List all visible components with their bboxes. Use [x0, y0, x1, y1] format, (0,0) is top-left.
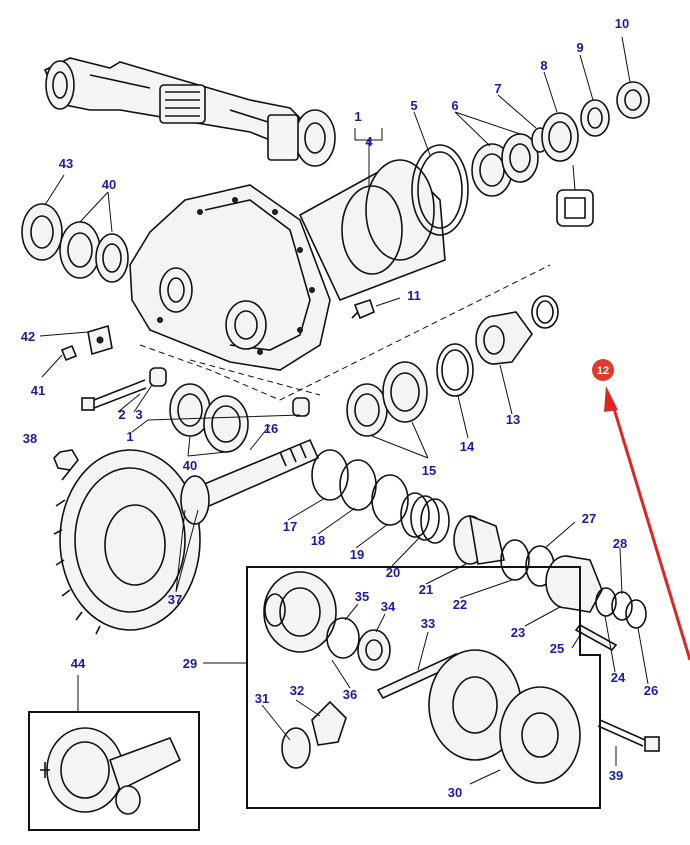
side-gear-32 — [311, 700, 347, 746]
seal-detail-inset — [556, 189, 594, 227]
label-36: 36 — [343, 687, 357, 702]
bolt-2 — [81, 379, 147, 411]
bushing-3b — [292, 397, 310, 417]
label-24: 24 — [611, 670, 626, 685]
highlight-arrow — [604, 386, 690, 661]
housing-23 — [545, 555, 603, 613]
label-35: 35 — [355, 589, 369, 604]
sleeve-21 — [453, 514, 505, 565]
seal-8 — [541, 112, 579, 162]
seal-ring-5 — [411, 144, 469, 236]
assembled-axle-44 — [40, 727, 182, 815]
differential-group-box — [246, 566, 601, 809]
shim-19 — [371, 474, 409, 526]
part-labels: 1 4 5 6 7 8 9 10 43 40 11 42 41 2 3 1 16… — [21, 16, 658, 800]
spring-pack-20 — [400, 492, 450, 544]
label-43: 43 — [59, 156, 73, 171]
shim-17 — [311, 449, 349, 501]
bolt-41 — [60, 344, 78, 362]
label-17: 17 — [283, 519, 297, 534]
nut-38 — [53, 449, 79, 471]
label-28: 28 — [613, 536, 627, 551]
bearing-15 — [346, 361, 428, 437]
label-33: 33 — [421, 616, 435, 631]
ring-gear-37 — [53, 449, 201, 635]
label-22: 22 — [453, 597, 467, 612]
label-39: 39 — [609, 768, 623, 783]
nut-10 — [616, 81, 650, 119]
label-11: 11 — [407, 288, 421, 303]
label-27: 27 — [582, 511, 596, 526]
label-20: 20 — [386, 565, 400, 580]
label-44: 44 — [71, 656, 86, 671]
label-1: 1 — [354, 109, 361, 124]
label-10: 10 — [615, 16, 629, 31]
spacer-13 — [475, 311, 533, 365]
label-2: 2 — [118, 407, 125, 422]
label-14: 14 — [460, 439, 475, 454]
bolt-39 — [597, 719, 660, 752]
bearing-43 — [21, 203, 63, 261]
label-30: 30 — [448, 785, 462, 800]
highlight-badge-12[interactable]: 12 — [592, 359, 614, 381]
o-ring-12 — [531, 295, 559, 329]
label-23: 23 — [511, 625, 525, 640]
highlight-badge-label: 12 — [597, 365, 609, 377]
bearing-40-bottom — [169, 383, 249, 453]
thrust-washer-31 — [281, 727, 311, 769]
label-42: 42 — [21, 329, 35, 344]
label-16: 16 — [264, 421, 278, 436]
label-18: 18 — [311, 533, 325, 548]
bolt-11 — [351, 298, 375, 320]
label-25: 25 — [550, 641, 564, 656]
label-9: 9 — [576, 40, 583, 55]
washer-35 — [326, 617, 360, 659]
label-38: 38 — [23, 431, 37, 446]
axle-assembly-overview — [43, 57, 336, 167]
label-32: 32 — [290, 683, 304, 698]
label-31: 31 — [255, 691, 269, 706]
differential-case-36 — [263, 571, 337, 653]
label-40-bottom: 40 — [183, 458, 197, 473]
axle-housing — [129, 159, 446, 371]
label-37: 37 — [168, 592, 182, 607]
bearing-6 — [471, 133, 539, 197]
label-3: 3 — [135, 407, 142, 422]
label-13: 13 — [506, 412, 520, 427]
pin-25 — [574, 623, 618, 652]
ring-24 — [595, 587, 617, 617]
label-21: 21 — [419, 582, 433, 597]
planet-gear-34 — [357, 629, 391, 671]
label-41: 41 — [31, 383, 45, 398]
ring-14 — [436, 343, 474, 397]
label-19: 19 — [350, 547, 364, 562]
pinion-shaft-16 — [180, 438, 320, 525]
assembly-inset-box — [28, 711, 200, 831]
label-4: 4 — [365, 134, 373, 149]
diff-housing-30 — [428, 649, 581, 784]
ring-22 — [500, 539, 530, 581]
label-1-bottom: 1 — [126, 429, 133, 444]
label-34: 34 — [381, 599, 396, 614]
label-5: 5 — [410, 98, 417, 113]
label-6: 6 — [451, 98, 458, 113]
label-29: 29 — [183, 656, 197, 671]
label-15: 15 — [422, 463, 436, 478]
ring-26 — [625, 599, 647, 629]
ring-9 — [580, 99, 610, 137]
bearing-40-top — [59, 221, 129, 283]
bushing-3 — [149, 367, 167, 387]
label-26: 26 — [644, 683, 658, 698]
label-40-top: 40 — [102, 177, 116, 192]
label-7: 7 — [494, 81, 501, 96]
leader-lines — [39, 36, 649, 785]
shim-18 — [339, 459, 377, 511]
label-8: 8 — [540, 58, 547, 73]
